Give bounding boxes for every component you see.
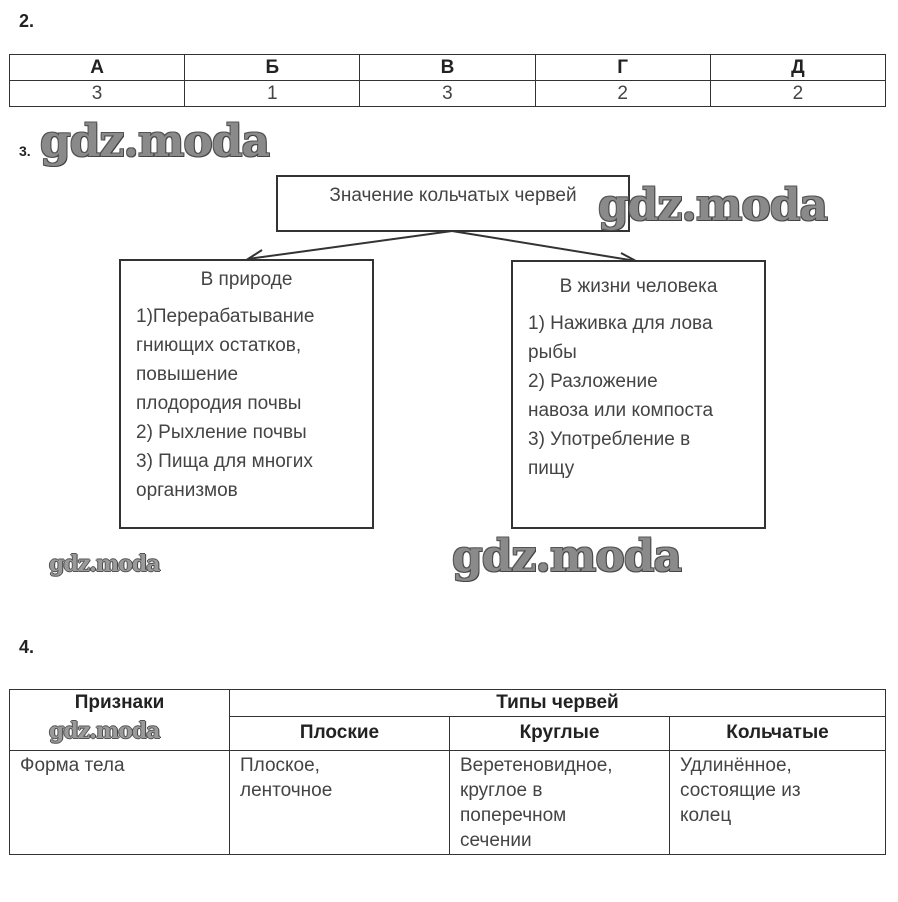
watermark: gdz.moda (49, 551, 161, 577)
diagram-box-human: В жизни человека 1) Наживка для лова рыб… (511, 260, 766, 529)
box-nature-body: 1)Перерабатывание гниющих остатков, повы… (136, 306, 315, 501)
worm-types-table: Признаки Типы червей Плоские Круглые Кол… (9, 688, 886, 855)
value-cell: Удлинённое, состоящие из колец (669, 750, 886, 855)
box-human-title: В жизни человека (559, 276, 718, 297)
watermark: gdz.moda (598, 180, 828, 231)
task-3-number: 3. (19, 143, 31, 159)
value-cell: Веретеновидное, круглое в поперечном сеч… (449, 750, 670, 855)
header-types-group: Типы червей (229, 688, 886, 718)
value-cell: Плоское, ленточное (229, 750, 450, 855)
watermark: gdz.moda (452, 531, 682, 582)
sign-cell: Форма тела (9, 750, 230, 855)
value-cell: 2 (709, 80, 887, 107)
value-cell: 1 (184, 80, 361, 107)
box-nature-title: В природе (200, 269, 293, 290)
subheader-row: Плоские Круглые Кольчатые (10, 716, 886, 751)
value-row: 3 1 3 2 2 (8, 80, 887, 107)
task-4-number: 4. (19, 637, 35, 657)
header-cell: В (359, 54, 536, 81)
header-row: А Б В Г Д (8, 54, 887, 81)
diagram-box-nature: В природе 1)Перерабатывание гниющих оста… (119, 259, 374, 529)
arrow-right-line (451, 230, 637, 262)
value-cell: 3 (359, 80, 536, 107)
header-type: Кольчатые (669, 716, 886, 751)
header-cell: А (8, 54, 186, 81)
header-row: Признаки Типы червей (9, 688, 886, 751)
header-type: Круглые (449, 716, 670, 751)
header-cell: Д (709, 54, 887, 81)
task-2-number: 2. (19, 11, 35, 31)
arrow-left-line (247, 230, 453, 260)
diagram-root-box: Значение кольчатых червей (276, 175, 630, 232)
table-row: Форма тела Плоское, ленточное Веретенови… (9, 750, 886, 855)
header-type: Плоские (229, 716, 450, 751)
answer-table-task-2: А Б В Г Д 3 1 3 2 2 (8, 54, 887, 107)
value-cell: 3 (8, 80, 186, 107)
box-human-body: 1) Наживка для лова рыбы 2) Разложение н… (528, 313, 714, 479)
diagram-root-label: Значение кольчатых червей (329, 185, 577, 206)
header-signs-label: Признаки (74, 692, 165, 713)
header-signs: Признаки (9, 689, 230, 751)
watermark: gdz.moda (40, 116, 270, 167)
watermark: gdz.moda (49, 718, 161, 744)
